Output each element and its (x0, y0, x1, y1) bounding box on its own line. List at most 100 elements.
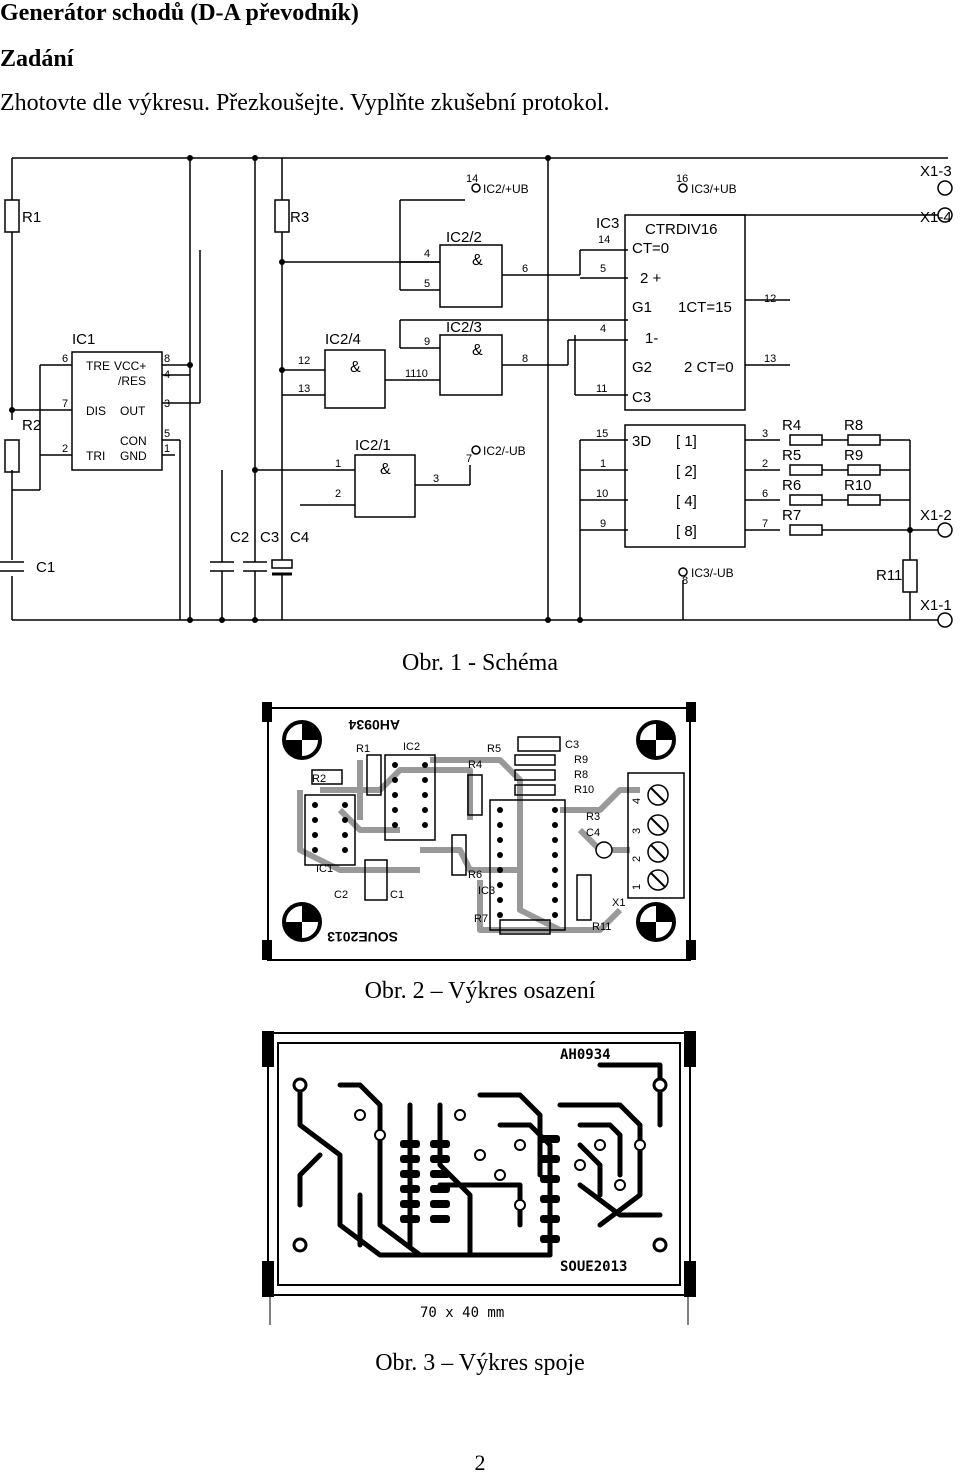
svg-text:12: 12 (764, 293, 776, 305)
svg-text:3: 3 (433, 473, 439, 485)
pcb-label-c3: C3 (565, 739, 579, 751)
ic1-pin-tre: TRE (86, 359, 110, 373)
svg-text:14: 14 (598, 234, 610, 246)
svg-text:13: 13 (764, 353, 776, 365)
pcb-label-r6: R6 (468, 869, 482, 881)
ic1-pin-out: OUT (120, 404, 146, 418)
pcb-year-mirrored: SOUE2013 (327, 929, 398, 945)
ic2-2-label: IC2/2 (446, 229, 482, 246)
board-dimension: 70 x 40 mm (420, 1305, 504, 1321)
figure-1-caption: Obr. 1 - Schéma (402, 650, 558, 676)
ic3-g1: G1 (632, 299, 652, 316)
svg-text:4: 4 (164, 369, 170, 381)
r6-label: R6 (782, 477, 801, 494)
supply-ic3-plus: IC3/+UB (691, 182, 737, 196)
svg-text:13: 13 (298, 383, 310, 395)
r4-label: R4 (782, 417, 801, 434)
c2-label: C2 (230, 529, 249, 546)
pcb-label-r4: R4 (468, 759, 482, 771)
pcb-label-r5: R5 (487, 743, 501, 755)
schematic-diagram: R1 R2 R3 R4 R5 R6 R7 R8 R9 R10 R11 C1 C2… (0, 155, 953, 628)
pcb-label-ic3: IC3 (478, 885, 495, 897)
supply-ic2-plus: IC2/+UB (483, 182, 529, 196)
svg-text:8: 8 (682, 575, 688, 587)
r11-label: R11 (876, 567, 902, 584)
ic2-3-label: IC2/3 (446, 319, 482, 336)
figure-2-caption: Obr. 2 – Výkres osazení (364, 978, 596, 1004)
r9-label: R9 (844, 447, 863, 464)
r2-label: R2 (22, 417, 41, 434)
svg-text:2: 2 (762, 458, 768, 470)
svg-text:15: 15 (596, 428, 608, 440)
r1-label: R1 (22, 209, 41, 226)
pcb-label-r10: R10 (574, 784, 594, 796)
ic3-label: IC3 (596, 215, 619, 232)
svg-text:1: 1 (600, 458, 606, 470)
ic3-plus: 2 + (640, 270, 662, 287)
svg-text:7: 7 (762, 518, 768, 530)
svg-text:2: 2 (335, 488, 341, 500)
pcb-year: SOUE2013 (560, 1259, 627, 1275)
terminal-2-label: 2 (631, 856, 643, 862)
pcb-label-c4: C4 (586, 827, 600, 839)
r3-label: R3 (290, 209, 309, 226)
pcb-trace-layout: AH0934 SOUE2013 70 x 40 mm (262, 1031, 696, 1325)
ic1-pin-tri: TRI (86, 449, 105, 463)
svg-text:2: 2 (62, 443, 68, 455)
pcb-code-mirrored: AH0934 (348, 717, 400, 733)
ic1-pin-res: /RES (118, 374, 146, 388)
terminal-4-label: 4 (631, 798, 643, 804)
pcb-label-r9: R9 (574, 754, 588, 766)
svg-text:7: 7 (62, 398, 68, 410)
ic3-ct0: CT=0 (632, 240, 669, 257)
ic1-pin-dis: DIS (86, 404, 106, 418)
pcb-code: AH0934 (560, 1047, 611, 1063)
ic1-pin-con: CON (120, 434, 147, 448)
ic3-ct15: 1CT=15 (678, 299, 732, 316)
svg-text:6: 6 (522, 263, 528, 275)
svg-text:4: 4 (600, 323, 606, 335)
ic3-c3: C3 (632, 389, 651, 406)
x1-2-label: X1-2 (920, 507, 952, 524)
pcb-label-r8: R8 (574, 769, 588, 781)
pcb-label-r2: R2 (312, 773, 326, 785)
svg-text:14: 14 (466, 173, 478, 185)
ic1-pin-gnd: GND (120, 449, 147, 463)
pcb-label-r7: R7 (474, 913, 488, 925)
c1-label: C1 (36, 559, 55, 576)
supply-ic2-minus: IC2/-UB (483, 444, 526, 458)
ic3-ct0b: 2 CT=0 (684, 359, 734, 376)
c4-label: C4 (290, 529, 309, 546)
ic3-bit1: [ 1] (676, 433, 697, 450)
ic2-4-label: IC2/4 (325, 331, 361, 348)
svg-text:9: 9 (600, 518, 606, 530)
gate-ic2-1-symbol: & (380, 461, 391, 478)
svg-text:5: 5 (600, 263, 606, 275)
ic1-label: IC1 (72, 331, 95, 348)
ic3-bit2: [ 2] (676, 463, 697, 480)
svg-text:7: 7 (466, 453, 472, 465)
svg-text:16: 16 (676, 173, 688, 185)
ic3-g2: G2 (632, 359, 652, 376)
terminal-1-label: 1 (631, 884, 643, 890)
ic3-bit4: [ 4] (676, 493, 697, 510)
pcb-component-layout: AH0934 SOUE2013 R1 IC2 R5 C3 R2 R4 R9 R8… (262, 702, 696, 961)
svg-text:4: 4 (424, 248, 430, 260)
pcb-label-c2: C2 (334, 889, 348, 901)
page-number: 2 (474, 1450, 486, 1475)
ic3-bit8: [ 8] (676, 523, 697, 540)
svg-text:11: 11 (596, 383, 607, 395)
gate-ic2-4-symbol: & (350, 359, 361, 376)
svg-text:6: 6 (62, 353, 68, 365)
svg-text:5: 5 (424, 278, 430, 290)
figure-3-caption: Obr. 3 – Výkres spoje (375, 1350, 585, 1376)
x1-3-label: X1-3 (920, 163, 952, 180)
supply-ic3-minus: IC3/-UB (691, 566, 734, 580)
ic3-minus: 1- (645, 330, 658, 347)
document-title: Generátor schodů (D-A převodník) (0, 0, 359, 26)
svg-text:1: 1 (335, 458, 341, 470)
section-heading: Zadání (0, 46, 74, 72)
pcb-label-x1: X1 (612, 897, 625, 909)
terminal-3-label: 3 (631, 828, 643, 834)
ic2-1-label: IC2/1 (355, 437, 391, 454)
